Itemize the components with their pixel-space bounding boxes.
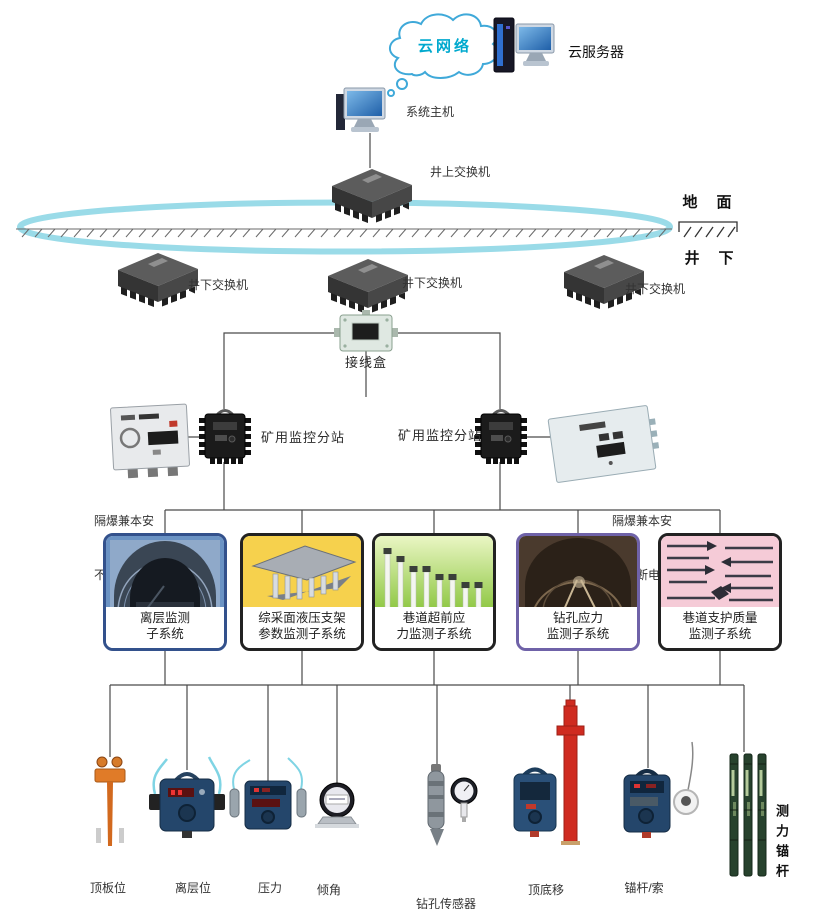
surface-switch-label: 井上交换机 [429, 165, 490, 179]
subsystem-image [661, 536, 779, 612]
subsystem-support-quality-monitoring: 巷道支护质量 监测子系统 [658, 533, 782, 651]
subsystem-label: 钻孔应力 监测子系统 [519, 607, 637, 648]
pressure-sensor-image [229, 757, 307, 830]
convergence-sensor-label: 顶底移 近量传感器 [527, 883, 564, 897]
cloud-server-label: 云服务器 [568, 44, 624, 60]
subsystem-image [519, 536, 637, 613]
ground-surface-line [16, 228, 672, 238]
force-bolt-rods-image [729, 753, 767, 877]
system-host-label: 系统主机 [405, 105, 454, 119]
substation-left-image [197, 409, 253, 466]
tilt-sensor-image [315, 782, 359, 828]
ground-legend-symbol [678, 221, 738, 238]
subsystem-label: 综采面液压支架 参数监测子系统 [243, 607, 361, 648]
roof-displacement-sensor-label: 顶板位 移传感器 [89, 881, 126, 895]
pressure-sensor-label: 压力 传感器 [257, 881, 282, 895]
convergence-sensor-image [513, 699, 585, 845]
system-host-image [336, 87, 386, 132]
borehole-sensor-image [427, 764, 478, 846]
substation-left-label: 矿用监控分站 [260, 430, 345, 445]
tilt-sensor-label: 倾角 传感器 [316, 883, 341, 897]
connector-lines [109, 32, 745, 783]
ground-label: 地 面 [682, 194, 734, 211]
ups-left-image [110, 403, 190, 479]
separation-displacement-sensor-label: 离层位 移传感器 [174, 881, 211, 895]
bolt-stress-sensor-label: 锚杆/索 应力传感器 [624, 881, 664, 895]
subsystem-hydraulic-support-monitoring: 综采面液压支架 参数监测子系统 [240, 533, 364, 651]
subsystem-image [243, 536, 361, 612]
roof-displacement-sensor-image [94, 756, 126, 846]
subsystem-separation-monitoring: 离层监测 子系统 [103, 533, 227, 651]
underground-switch-1-label: 井下交换机 [187, 278, 248, 292]
force-bolt-label: 测力锚杆 [774, 804, 789, 884]
subsystem-image [375, 536, 493, 612]
cloud-shape [387, 13, 499, 97]
borehole-sensor-label: 钻孔传感器 [415, 897, 476, 909]
subsystem-label: 巷道超前应 力监测子系统 [375, 607, 493, 648]
subsystem-image [106, 536, 224, 613]
substation-right-label: 矿用监控分站 [397, 428, 482, 443]
cloud-server-image [493, 17, 555, 73]
surface-switch-image [332, 169, 412, 223]
subsystem-label: 离层监测 子系统 [106, 607, 224, 648]
underground-switch-2-label: 井下交换机 [401, 276, 462, 290]
subsystem-label: 巷道支护质量 监测子系统 [661, 607, 779, 648]
subsystem-borehole-stress-monitoring: 钻孔应力 监测子系统 [516, 533, 640, 651]
junction-box-label: 接线盒 [344, 355, 387, 370]
cloud-label: 云网络 [417, 38, 472, 55]
ups-right-image [547, 405, 660, 483]
subsystem-advance-stress-monitoring: 巷道超前应 力监测子系统 [372, 533, 496, 651]
junction-box-image [334, 310, 398, 352]
separation-displacement-sensor-image [149, 756, 225, 838]
underground-switch-3-label: 井下交换机 [624, 282, 685, 296]
underground-label: 井 下 [684, 250, 736, 267]
bolt-stress-sensor-image [623, 741, 699, 838]
